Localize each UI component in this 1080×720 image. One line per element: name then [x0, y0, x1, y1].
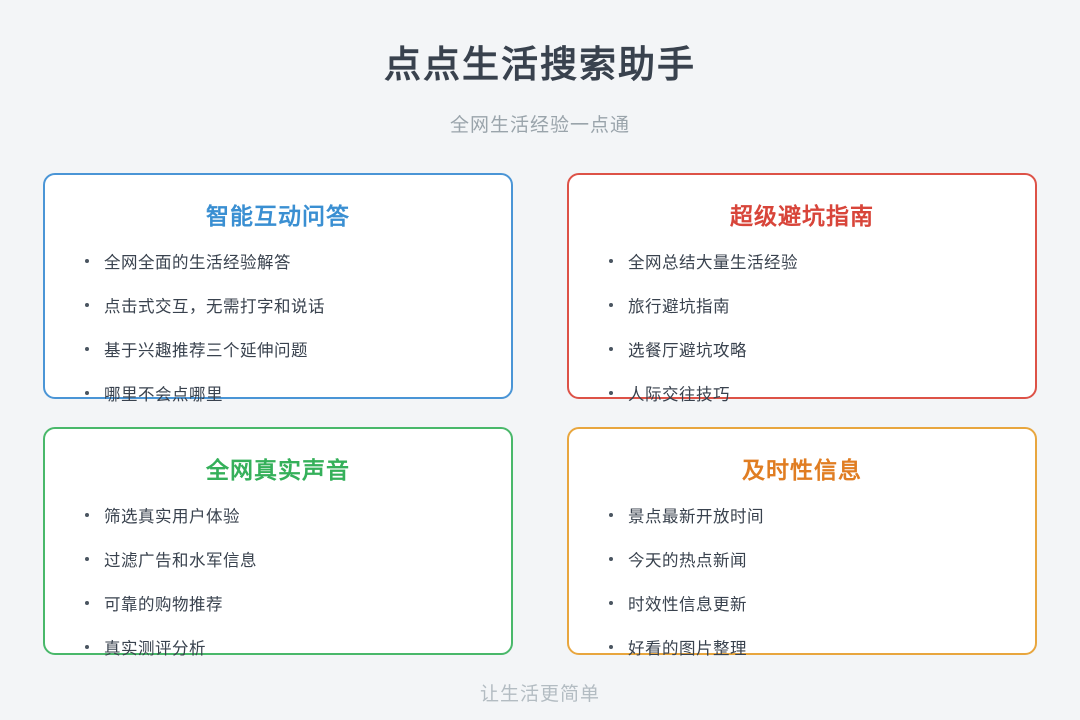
list-item-text: 景点最新开放时间	[628, 508, 764, 526]
bullet-dot-icon	[609, 259, 613, 263]
list-item: 好看的图片整理	[607, 635, 997, 659]
bullet-dot-icon	[609, 391, 613, 395]
bullet-dot-icon	[85, 601, 89, 605]
list-item-text: 人际交往技巧	[628, 386, 730, 404]
list-item: 全网全面的生活经验解答	[83, 249, 473, 273]
bullet-dot-icon	[609, 347, 613, 351]
list-item-text: 旅行避坑指南	[628, 298, 730, 316]
list-item-text: 基于兴趣推荐三个延伸问题	[104, 342, 308, 360]
list-item-text: 过滤广告和水军信息	[104, 552, 257, 570]
list-item: 今天的热点新闻	[607, 547, 997, 571]
card-title: 全网真实声音	[206, 457, 350, 483]
card-list: 全网全面的生活经验解答 点击式交互，无需打字和说话 基于兴趣推荐三个延伸问题 哪…	[83, 249, 473, 405]
card-title: 智能互动问答	[206, 203, 350, 229]
bullet-dot-icon	[85, 303, 89, 307]
list-item: 筛选真实用户体验	[83, 503, 473, 527]
bullet-dot-icon	[609, 303, 613, 307]
list-item: 过滤广告和水军信息	[83, 547, 473, 571]
list-item: 人际交往技巧	[607, 381, 997, 405]
list-item: 时效性信息更新	[607, 591, 997, 615]
list-item: 可靠的购物推荐	[83, 591, 473, 615]
card-timely-info: 及时性信息 景点最新开放时间 今天的热点新闻 时效性信息更新 好看的图片整理	[567, 427, 1037, 658]
bullet-dot-icon	[609, 601, 613, 605]
list-item-text: 可靠的购物推荐	[104, 596, 223, 614]
list-item-text: 点击式交互，无需打字和说话	[104, 298, 325, 316]
list-item-text: 今天的热点新闻	[628, 552, 747, 570]
card-pitfall-guide: 超级避坑指南 全网总结大量生活经验 旅行避坑指南 选餐厅避坑攻略 人际交往技巧	[567, 173, 1037, 404]
list-item: 旅行避坑指南	[607, 293, 997, 317]
page-subtitle: 全网生活经验一点通	[449, 115, 630, 136]
page-title: 点点生活搜索助手	[384, 44, 696, 85]
bullet-dot-icon	[85, 259, 89, 263]
list-item: 选餐厅避坑攻略	[607, 337, 997, 361]
list-item-text: 选餐厅避坑攻略	[628, 342, 747, 360]
list-item: 景点最新开放时间	[607, 503, 997, 527]
card-title: 及时性信息	[742, 457, 862, 483]
page-footer: 让生活更简单	[479, 684, 600, 705]
feature-card-grid: 智能互动问答 全网全面的生活经验解答 点击式交互，无需打字和说话 基于兴趣推荐三…	[43, 173, 1037, 658]
list-item-text: 全网总结大量生活经验	[628, 254, 798, 272]
bullet-dot-icon	[609, 513, 613, 517]
list-item-text: 真实测评分析	[104, 640, 206, 658]
list-item: 真实测评分析	[83, 635, 473, 659]
bullet-dot-icon	[85, 347, 89, 351]
card-real-voices: 全网真实声音 筛选真实用户体验 过滤广告和水军信息 可靠的购物推荐 真实测评分析	[43, 427, 513, 658]
list-item: 哪里不会点哪里	[83, 381, 473, 405]
list-item-text: 全网全面的生活经验解答	[104, 254, 291, 272]
bullet-dot-icon	[85, 513, 89, 517]
card-list: 景点最新开放时间 今天的热点新闻 时效性信息更新 好看的图片整理	[607, 503, 997, 659]
list-item: 基于兴趣推荐三个延伸问题	[83, 337, 473, 361]
list-item-text: 时效性信息更新	[628, 596, 747, 614]
list-item-text: 好看的图片整理	[628, 640, 747, 658]
bullet-dot-icon	[85, 391, 89, 395]
card-title: 超级避坑指南	[730, 203, 874, 229]
bullet-dot-icon	[85, 645, 89, 649]
bullet-dot-icon	[609, 557, 613, 561]
bullet-dot-icon	[609, 645, 613, 649]
card-smart-qa: 智能互动问答 全网全面的生活经验解答 点击式交互，无需打字和说话 基于兴趣推荐三…	[43, 173, 513, 404]
list-item: 全网总结大量生活经验	[607, 249, 997, 273]
card-list: 筛选真实用户体验 过滤广告和水军信息 可靠的购物推荐 真实测评分析	[83, 503, 473, 659]
list-item-text: 哪里不会点哪里	[104, 386, 223, 404]
bullet-dot-icon	[85, 557, 89, 561]
list-item: 点击式交互，无需打字和说话	[83, 293, 473, 317]
card-list: 全网总结大量生活经验 旅行避坑指南 选餐厅避坑攻略 人际交往技巧	[607, 249, 997, 405]
list-item-text: 筛选真实用户体验	[104, 508, 240, 526]
